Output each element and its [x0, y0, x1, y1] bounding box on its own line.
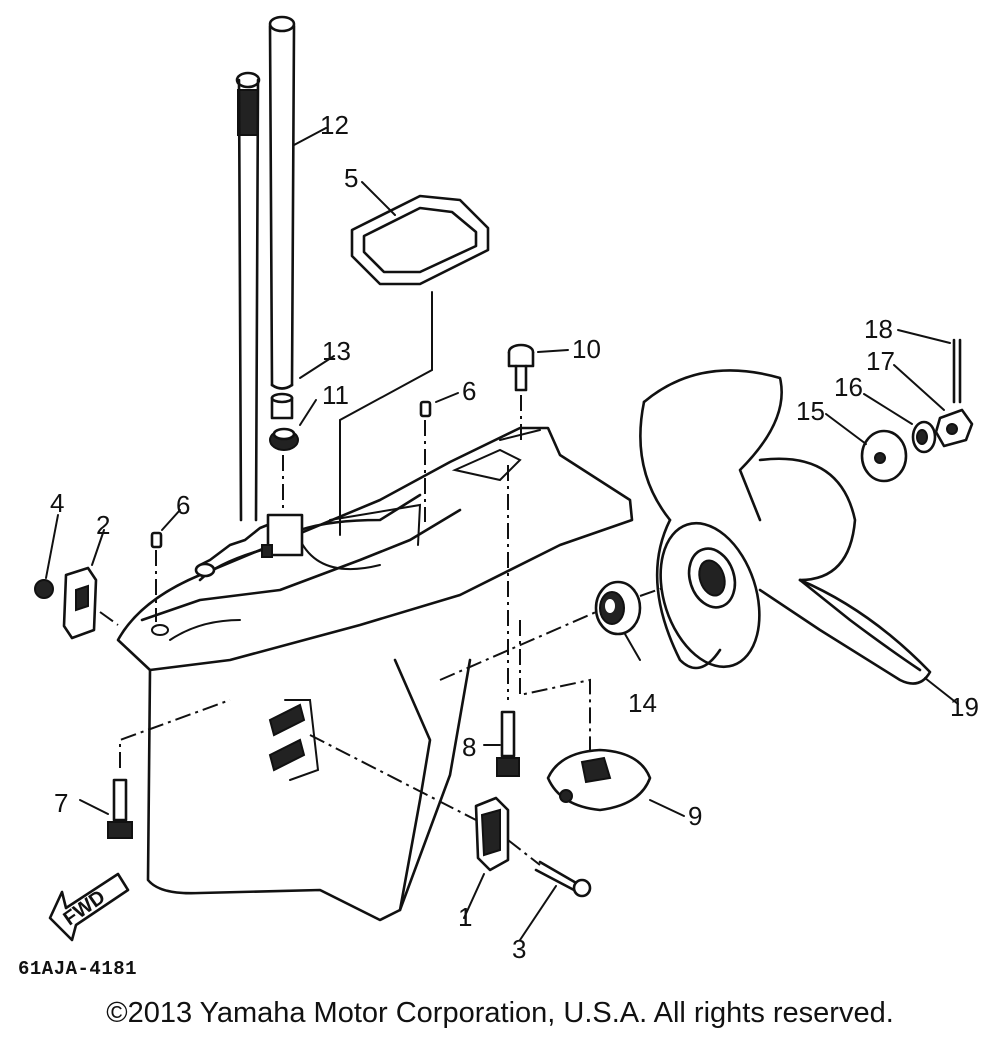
callout-6-right: 6: [462, 376, 477, 406]
diagram-code: 61AJA-4181: [18, 958, 138, 980]
callout-1: 1: [458, 902, 473, 932]
part-10-bolt: [507, 343, 535, 440]
callout-13: 13: [322, 336, 351, 366]
callout-6-left: 6: [176, 490, 191, 520]
part-3-screw: [534, 860, 592, 898]
callout-7: 7: [54, 788, 69, 818]
callout-4: 4: [50, 488, 65, 518]
fwd-arrow-icon: [48, 872, 130, 942]
callout-15: 15: [796, 396, 825, 426]
part-15-washer: [860, 429, 908, 483]
part-2-anode: [62, 566, 119, 640]
part-4-nut: [34, 579, 54, 599]
copyright-notice: ©2013 Yamaha Motor Corporation, U.S.A. A…: [106, 997, 894, 1029]
callout-9: 9: [688, 801, 703, 831]
water-pump-housing: [194, 513, 304, 578]
trim-area-marks: [268, 699, 320, 781]
leader-lines: [45, 127, 959, 941]
part-11-seal: [269, 427, 299, 512]
part-18-cotter-pin: [952, 338, 962, 404]
callout-17: 17: [866, 346, 895, 376]
callout-8: 8: [462, 732, 477, 762]
part-13-grommet: [270, 392, 294, 420]
callout-14: 14: [628, 688, 657, 718]
part-9-cover: [519, 620, 652, 812]
callout-2: 2: [96, 510, 111, 540]
callout-3: 3: [512, 934, 527, 964]
callout-12: 12: [320, 110, 349, 140]
part-16-spacer: [911, 420, 937, 454]
part-7-bolt: [107, 699, 231, 839]
callout-10: 10: [572, 334, 601, 364]
part-17-nut: [934, 408, 974, 448]
callout-5: 5: [344, 163, 359, 193]
part-5-gasket: [339, 194, 490, 536]
part-19-propeller: [639, 369, 932, 685]
lower-unit-casing: [116, 426, 634, 922]
callout-11: 11: [322, 380, 349, 410]
part-6-dowel-left: [150, 531, 163, 622]
part-8-bolt: [496, 465, 520, 777]
drive-shaft: [235, 71, 261, 522]
callout-18: 18: [864, 314, 893, 344]
part-12-shaft: [268, 15, 296, 390]
part-1-trim-tab: [309, 734, 541, 872]
part-6-dowel-right: [419, 400, 432, 522]
callout-19: 19: [950, 692, 979, 722]
callout-16: 16: [834, 372, 863, 402]
